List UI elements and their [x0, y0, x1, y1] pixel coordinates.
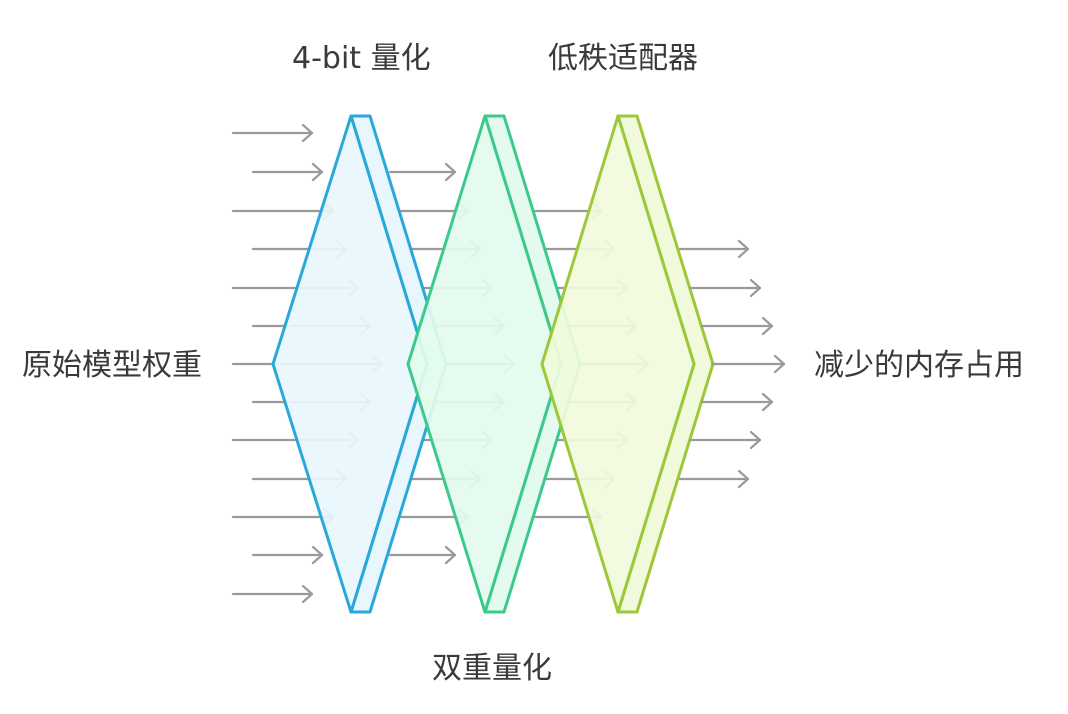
input-arrow-2 — [251, 162, 324, 182]
input-arrow-1-head — [301, 123, 314, 143]
label-reduced-memory: 减少的内存占用 — [814, 348, 1024, 383]
output-arrow-6 — [688, 430, 762, 450]
mid1-arrow-11-head — [444, 545, 457, 565]
output-arrow-1-head — [737, 239, 750, 259]
output-arrow-2 — [688, 278, 762, 298]
input-arrow-1 — [231, 123, 314, 143]
mid1-arrow-11 — [388, 545, 457, 565]
layer-4bit-quantization-front-face — [271, 114, 429, 614]
layer-low-rank-adapter-front-face — [540, 114, 696, 614]
label-4bit-quantization: 4-bit 量化 — [292, 41, 431, 76]
mid1-arrow-1 — [388, 162, 457, 182]
arrows-output-group — [678, 239, 786, 489]
mid1-arrow-1-head — [444, 162, 457, 182]
output-arrow-5 — [700, 392, 774, 412]
label-low-rank-adapter: 低秩适配器 — [548, 41, 698, 76]
output-arrow-5-head — [761, 392, 774, 412]
label-double-quantization: 双重量化 — [432, 651, 552, 686]
label-original-weights: 原始模型权重 — [22, 348, 202, 383]
input-arrow-2-head — [311, 162, 324, 182]
input-arrow-13 — [231, 584, 314, 604]
output-arrow-4-head — [773, 354, 786, 374]
layer-low-rank-adapter — [540, 114, 715, 614]
output-arrow-7-head — [737, 469, 750, 489]
input-arrow-12 — [251, 545, 324, 565]
output-arrow-4 — [710, 354, 786, 374]
output-arrow-2-head — [749, 278, 762, 298]
input-arrow-12-head — [311, 545, 324, 565]
output-arrow-1 — [678, 239, 750, 259]
output-arrow-7 — [678, 469, 750, 489]
output-arrow-3 — [700, 316, 774, 336]
output-arrow-3-head — [761, 316, 774, 336]
layer-double-quantization-front-face — [406, 114, 563, 614]
layers-group — [271, 114, 715, 614]
output-arrow-6-head — [749, 430, 762, 450]
input-arrow-13-head — [301, 584, 314, 604]
